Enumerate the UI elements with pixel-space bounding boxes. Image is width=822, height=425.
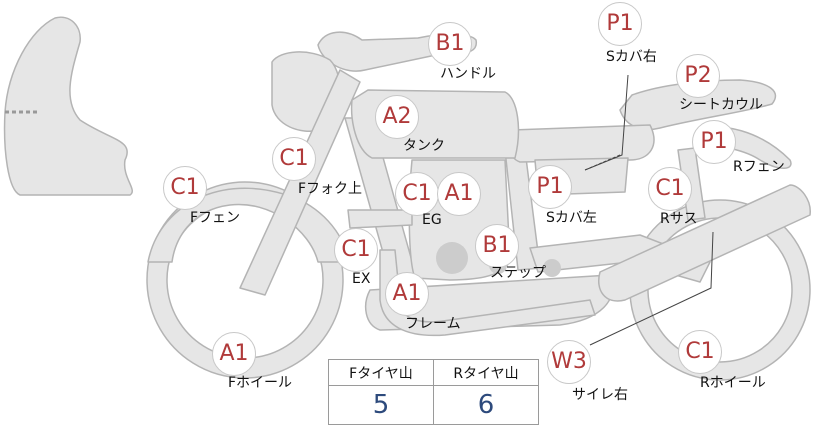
rear-tire-value: 6 [433,385,539,425]
engine-detail [347,209,413,229]
side-cover-right-code: P1 [598,2,642,46]
rear-suspension-code: C1 [648,167,692,211]
tank-code: A2 [375,95,419,139]
front-tire-value: 5 [328,385,434,425]
rear-suspension-label: Rサス [660,211,698,227]
tire-tread-table: Fタイヤ山 Rタイヤ山 5 6 [328,359,539,425]
engine-code-1: C1 [395,172,439,216]
tank-label: タンク [403,138,445,154]
seat-cowl-code: P2 [676,54,720,98]
rear-tire-header: Rタイヤ山 [433,359,539,386]
front-fairing [3,16,133,196]
step-code: B1 [475,224,519,268]
front-fender-label: Fフェン [190,210,241,226]
silencer-right-label: サイレ右 [572,387,628,403]
front-fork-upper-label: Fフォク上 [298,181,363,197]
rear-wheel-code: C1 [678,330,722,374]
exhaust-code: C1 [334,228,378,272]
side-cover-right-label: Sカバ右 [606,49,657,65]
seat-cowl-label: シートカウル [679,97,763,113]
side-cover-left-label: Sカバ左 [546,210,597,226]
frame-code: A1 [385,272,429,316]
exhaust-label: EX [352,271,371,287]
silencer-right-code: W3 [547,340,591,384]
engine-label: EG [422,212,442,228]
muffler [598,184,811,302]
handlebar-code: B1 [428,22,472,66]
engine-code-2: A1 [437,172,481,216]
step-label: ステップ [490,265,546,281]
rear-wheel-label: Rホイール [700,375,766,391]
frame-label: フレーム [405,316,461,332]
front-wheel-label: Fホイール [228,375,293,391]
front-fork-upper-code: C1 [272,137,316,181]
seat [507,124,655,163]
front-fork [239,69,361,296]
front-tire-header: Fタイヤ山 [328,359,434,386]
rear-fender-code: P1 [692,120,736,164]
front-fender-code: C1 [163,166,207,210]
rear-fender-label: Rフェン [733,159,785,175]
handlebar-label: ハンドル [440,66,496,82]
side-cover-left-code: P1 [528,165,572,209]
front-wheel-code: A1 [212,332,256,376]
